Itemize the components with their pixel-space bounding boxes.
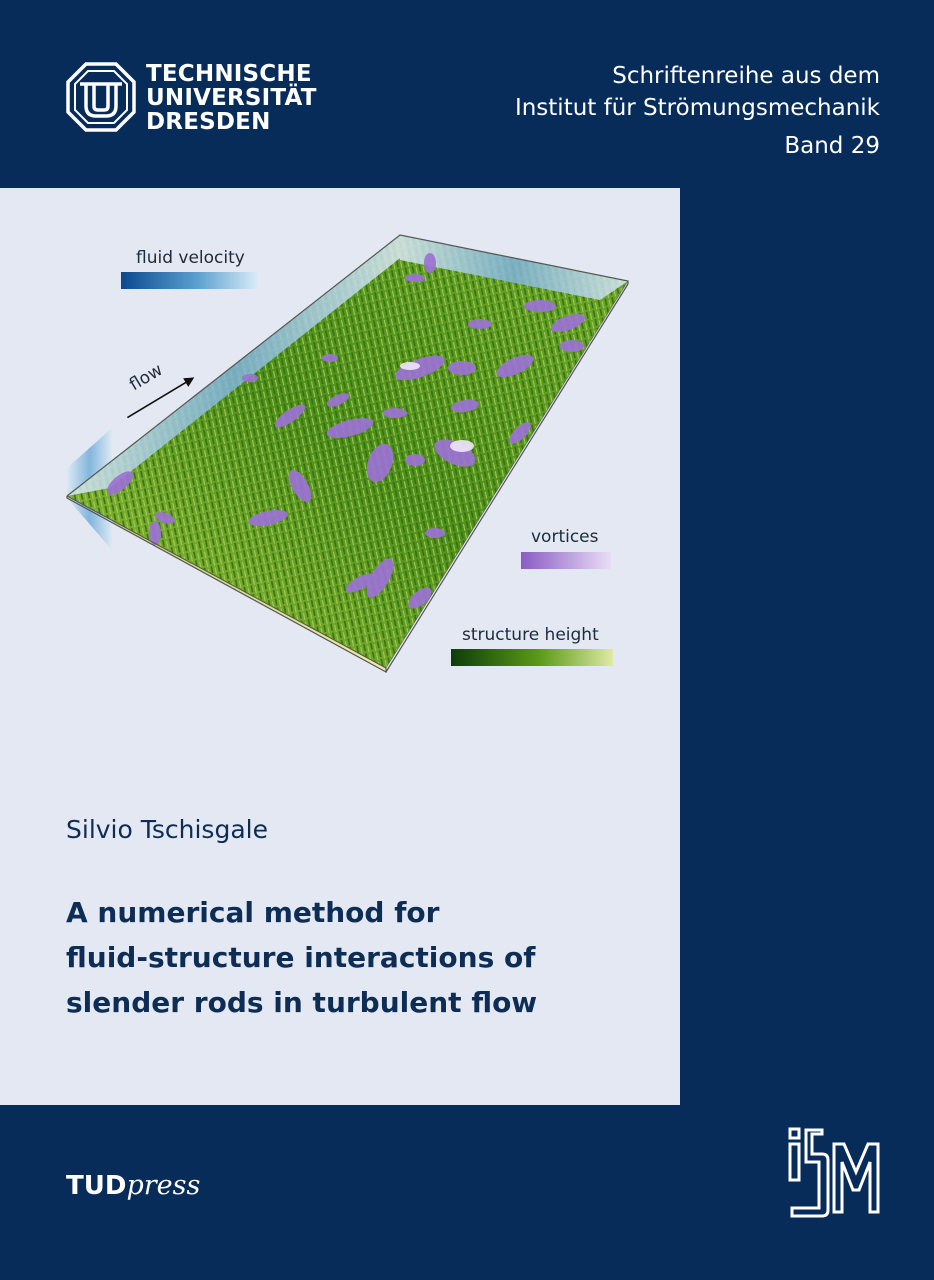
book-title-line: slender rods in turbulent flow [66,986,538,1019]
series-info: Schriftenreihe aus dem Institut für Strö… [515,60,880,162]
cover-panel: flow fluid velocity vortices structure h… [0,188,680,1105]
legend-fluid-velocity-label: fluid velocity [136,248,245,268]
legend-vortices-colorbar [521,552,611,569]
legend-structure-height-colorbar [451,649,613,666]
publisher-name-part: press [126,1170,201,1201]
university-name-line: UNIVERSITÄT [146,85,317,111]
volume-number: Band 29 [784,133,880,159]
book-title: A numerical method for fluid-structure i… [66,890,666,1025]
book-title-line: fluid-structure interactions of [66,941,536,974]
tu-dresden-emblem-icon [66,62,136,132]
series-title-line: Schriftenreihe aus dem [612,63,880,89]
book-title-line: A numerical method for [66,896,440,929]
legend-fluid-velocity-colorbar [121,272,258,289]
tu-dresden-logo: TECHNISCHE UNIVERSITÄT DRESDEN [66,62,316,134]
university-name: TECHNISCHE UNIVERSITÄT DRESDEN [146,62,317,134]
flow-arrow-icon [127,377,195,419]
series-title-line: Institut für Strömungsmechanik [514,95,880,121]
legend-vortices-label: vortices [531,527,599,547]
publisher-name-part: TUD [66,1171,127,1201]
publisher-logo: TUDpress [66,1170,200,1201]
ism-institute-logo-icon [788,1127,880,1218]
university-name-line: DRESDEN [146,109,271,135]
simulation-illustration [66,234,629,674]
author-name: Silvio Tschisgale [66,815,268,844]
university-name-line: TECHNISCHE [146,61,312,87]
legend-structure-height-label: structure height [462,625,599,645]
